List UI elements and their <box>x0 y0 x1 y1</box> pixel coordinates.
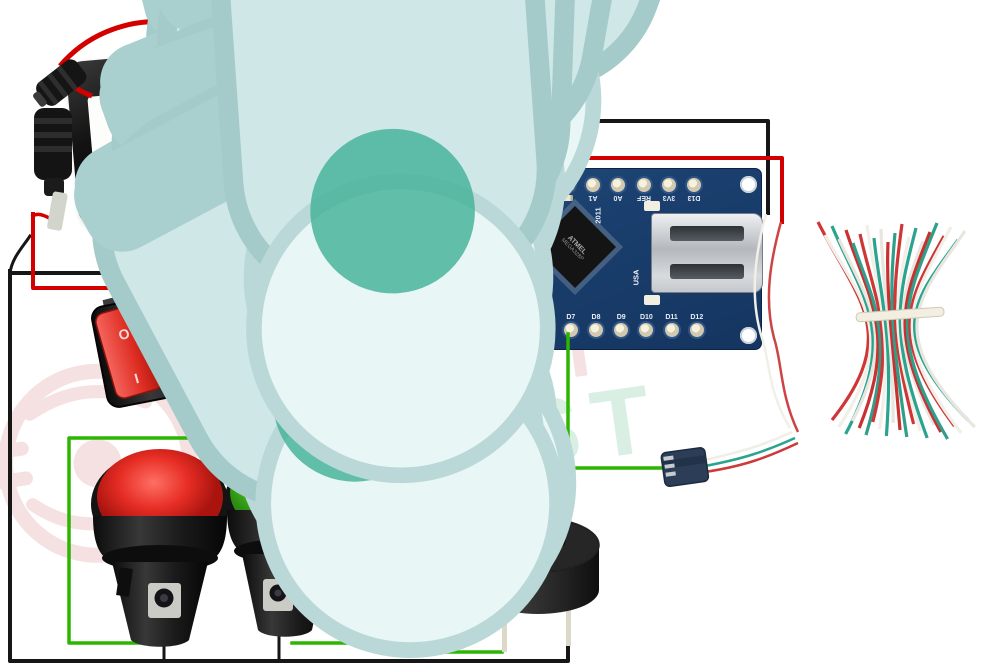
usb-solder-tab <box>644 201 660 211</box>
pin-d12: D12 <box>684 313 710 337</box>
pin-d9: D9 <box>608 313 634 337</box>
jst-wire-red <box>704 441 799 474</box>
usb-shield-slot <box>670 226 744 241</box>
pin-d11: D11 <box>659 313 685 337</box>
pin-a0: A0 <box>605 178 631 202</box>
smd-resistor <box>560 195 573 201</box>
pin-label: D12 <box>690 314 704 321</box>
strand-wire <box>890 232 909 438</box>
pin-d13: D13 <box>681 178 707 202</box>
jst-connector <box>660 447 710 488</box>
strand-wire <box>851 242 883 436</box>
pin-hole <box>639 323 654 337</box>
pin-d10: D10 <box>633 313 659 337</box>
mounting-hole <box>740 176 757 193</box>
strand-power-wire-red <box>767 221 800 433</box>
led-pixel <box>856 504 1000 666</box>
switch-on-mark: I <box>133 370 141 386</box>
strand-wire <box>905 222 949 440</box>
strand-wire <box>903 231 943 433</box>
pin-label: D8 <box>591 314 601 321</box>
led-pixel <box>926 431 1000 666</box>
dc-plug-lower <box>34 108 72 231</box>
pin-3v3: 3V3 <box>656 178 682 202</box>
pin-label: D9 <box>616 314 626 321</box>
pin-label: D7 <box>566 314 576 321</box>
strand-wire-bundle <box>816 221 976 440</box>
cable-tie <box>855 306 945 323</box>
dc-plug-upper <box>33 59 87 107</box>
strand-wire <box>915 230 976 429</box>
mounting-hole <box>740 327 757 344</box>
pin-d8: D8 <box>583 313 609 337</box>
pin-hole <box>589 323 603 337</box>
pin-hole <box>661 178 676 192</box>
push-button-red <box>91 449 229 647</box>
strand-wire <box>872 237 891 437</box>
pin-label: D11 <box>665 314 678 321</box>
strand-wire <box>901 240 936 426</box>
mini-usb-connector <box>651 213 763 293</box>
strand-power-wire-white <box>753 213 792 429</box>
usb-shield-slot <box>670 264 744 279</box>
jst-wire-white <box>704 430 793 462</box>
switch-off-mark: O <box>117 325 132 343</box>
pin-a1: A1 <box>580 178 606 202</box>
pin-ref: REF <box>631 178 657 202</box>
pin-hole <box>611 178 626 192</box>
led-pixel-strand <box>59 0 1000 666</box>
strand-wire <box>898 227 929 439</box>
buzzer-lead-positive <box>502 604 507 652</box>
led-pixel <box>948 456 1000 666</box>
strand-wire <box>896 236 922 432</box>
strand-wire <box>886 241 902 431</box>
led-pixel <box>833 478 1000 666</box>
plug-metal-tip <box>47 191 68 231</box>
pin-hole <box>586 178 600 192</box>
usb-solder-tab <box>644 295 660 305</box>
pin-hole <box>687 178 702 192</box>
pin-hole <box>664 323 679 337</box>
pin-label: D10 <box>639 314 653 321</box>
wire-ground-bus <box>8 269 570 663</box>
jst-wire-green <box>704 436 796 468</box>
strand-wire <box>910 226 963 434</box>
pin-hole <box>614 323 629 337</box>
pin-hole <box>636 178 651 192</box>
pin-hole <box>689 323 704 337</box>
buzzer-lead-negative <box>566 604 571 646</box>
